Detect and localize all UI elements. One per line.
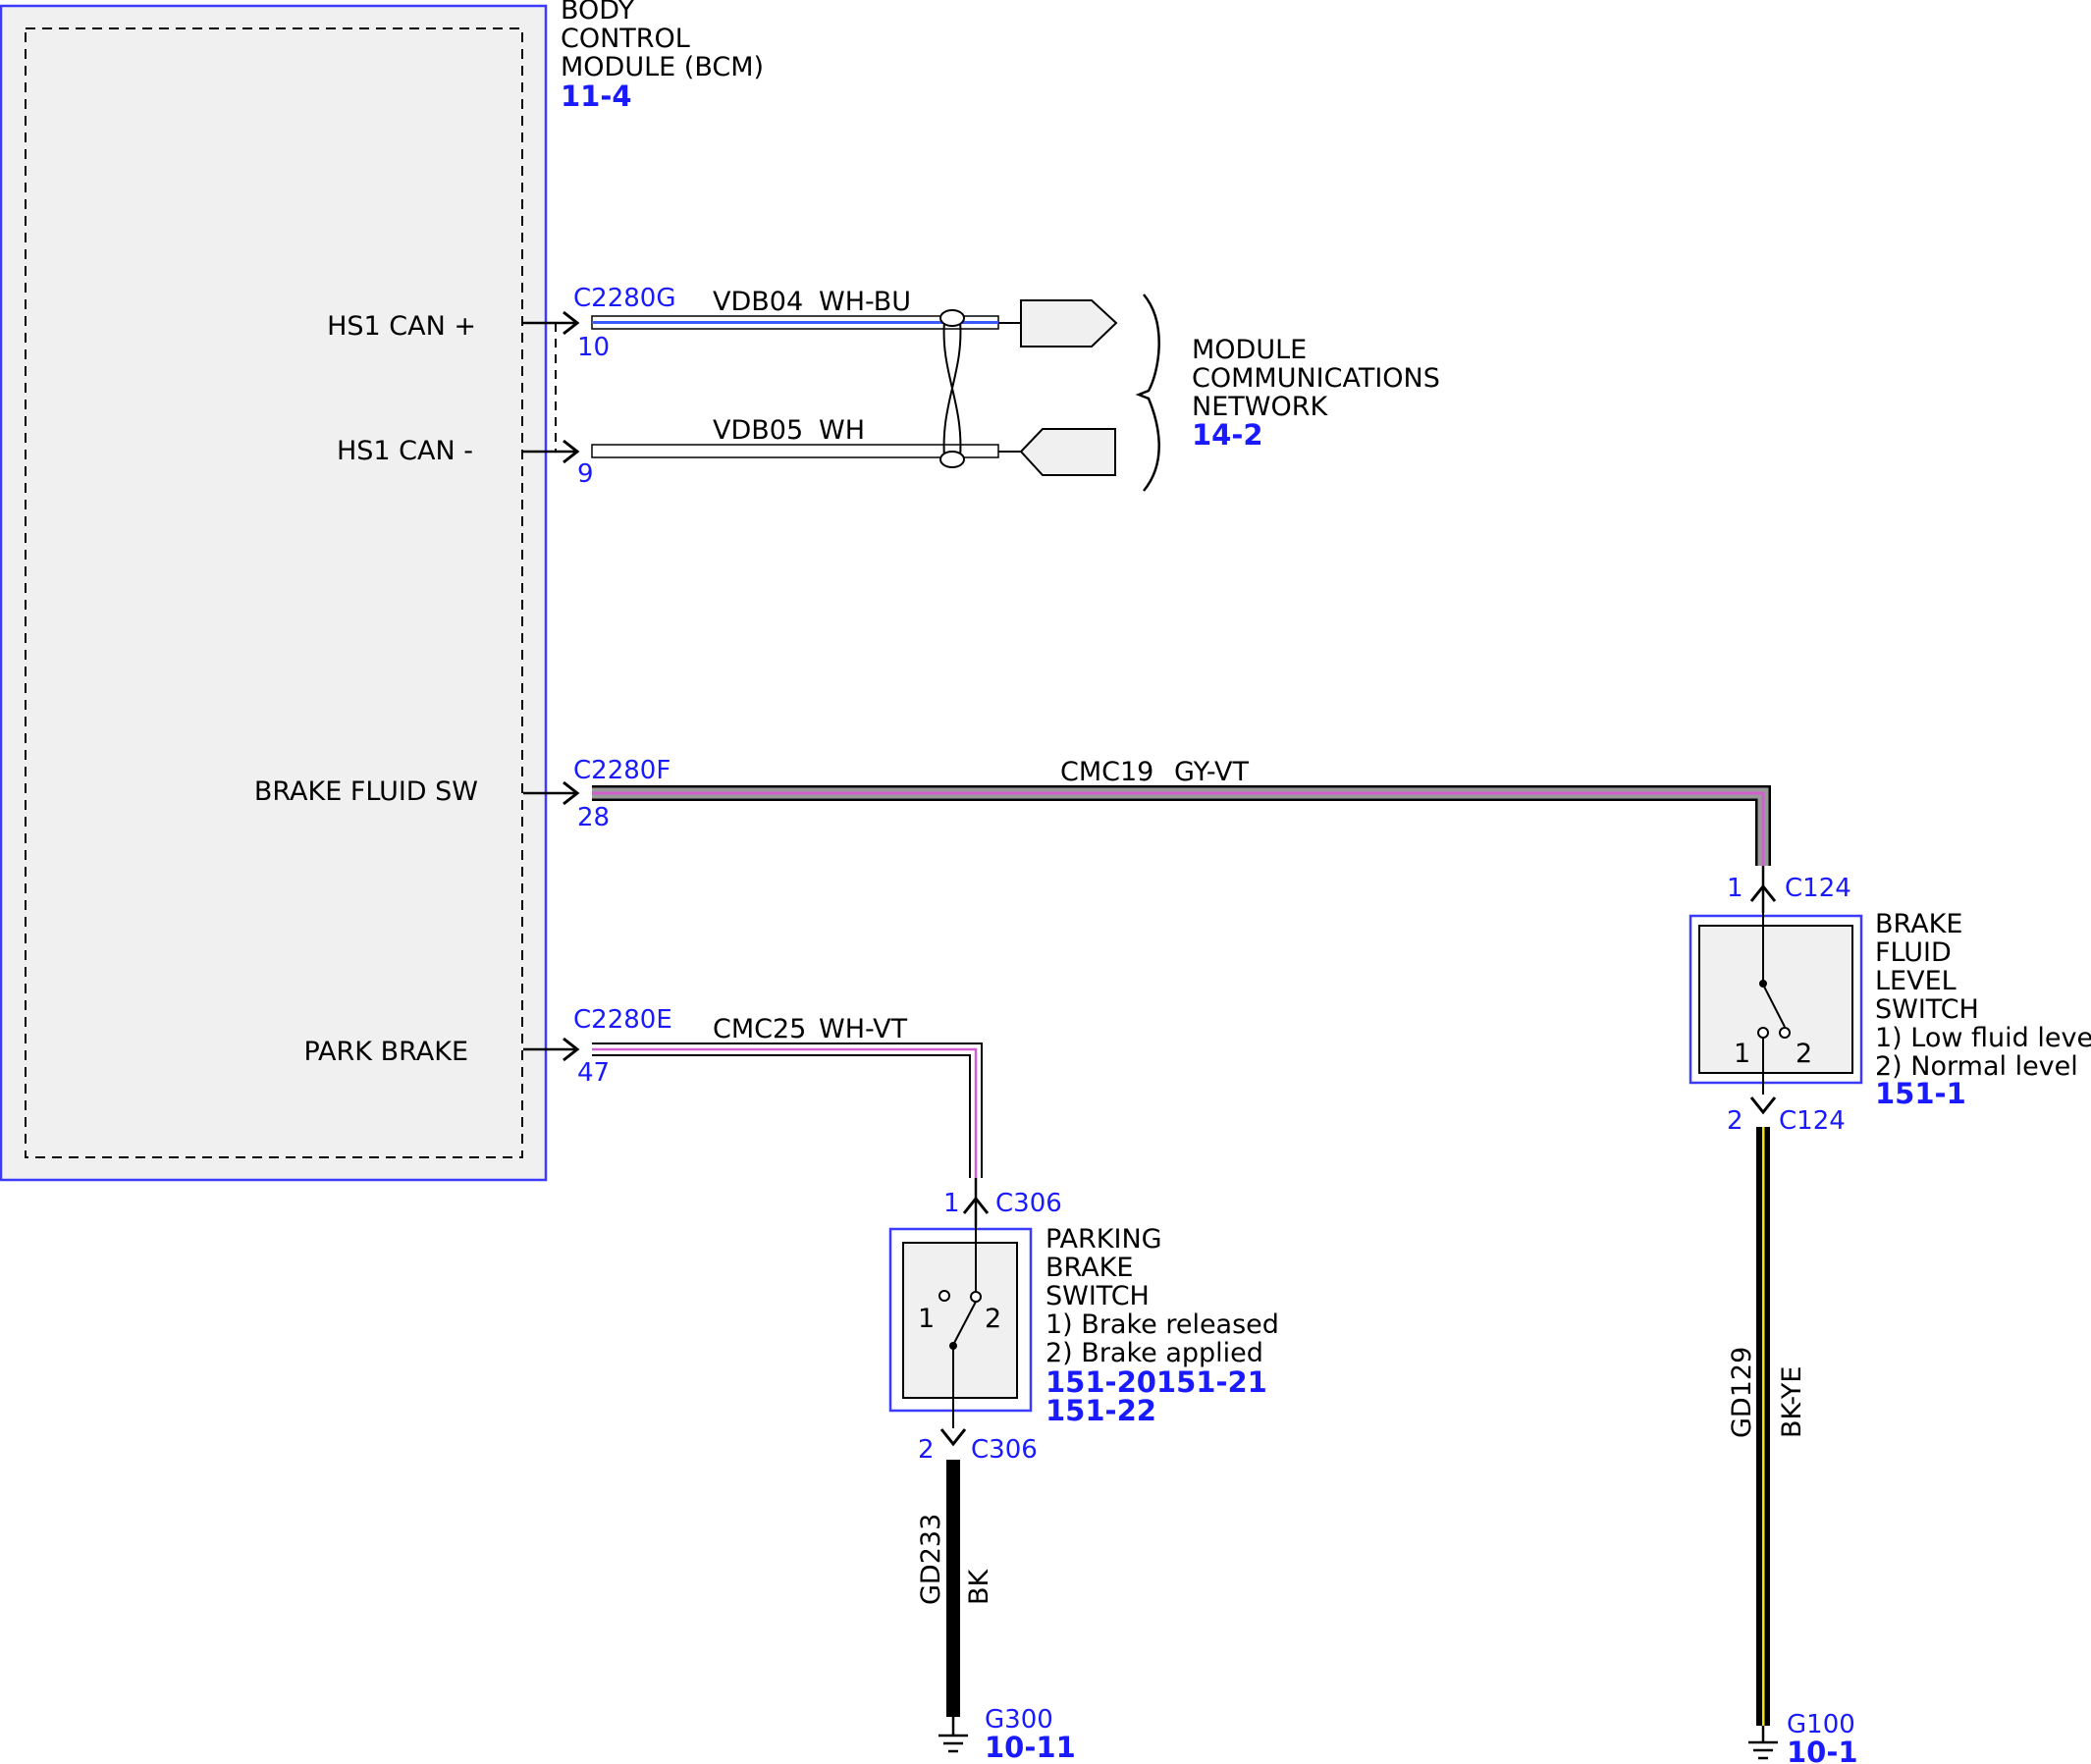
ground-g300-ref-link[interactable]: 10-11	[985, 1731, 1076, 1764]
connector-c2280e-name[interactable]: C2280E	[573, 1005, 672, 1035]
ground-g300-symbol	[938, 1717, 968, 1753]
brake-fluid-switch-line4: SWITCH	[1875, 994, 1979, 1025]
c306-top-name[interactable]: C306	[995, 1189, 1062, 1218]
wire-cmc19[interactable]	[592, 785, 1771, 866]
wire-cmc19-color: GY-VT	[1174, 757, 1249, 787]
network-ref-link[interactable]: 14-2	[1192, 418, 1263, 452]
wire-gd129-circuit: GD129	[1727, 1347, 1757, 1438]
connector-arrowheads	[563, 310, 580, 1062]
wire-vdb05-color: WH	[819, 415, 865, 446]
parking-brake-switch-pos2: 2	[985, 1304, 1001, 1334]
c306-bottom-name[interactable]: C306	[971, 1435, 1038, 1465]
brake-fluid-switch-ref-link[interactable]: 151-1	[1875, 1077, 1966, 1110]
c124-bottom-name[interactable]: C124	[1779, 1106, 1846, 1136]
bcm-ref-link[interactable]: 11-4	[561, 80, 632, 113]
parking-brake-switch-contacts	[938, 1227, 982, 1428]
network-title-line3: NETWORK	[1192, 392, 1328, 422]
brake-fluid-switch-line2: FLUID	[1875, 937, 1952, 968]
network-arrow-out	[998, 299, 1118, 347]
wire-cmc19-circuit: CMC19	[1060, 757, 1153, 787]
parking-brake-switch-pos1: 1	[918, 1304, 935, 1334]
parking-brake-switch-line3: SWITCH	[1046, 1281, 1150, 1311]
brake-fluid-switch-pos1: 1	[1734, 1039, 1750, 1069]
c306-bottom-arrow	[939, 1428, 967, 1447]
wire-cmc25-color: WH-VT	[819, 1014, 908, 1044]
wire-cmc25[interactable]	[592, 1042, 983, 1178]
connector-c2280e-pin: 47	[577, 1058, 610, 1088]
parking-brake-switch-line1: PARKING	[1046, 1224, 1162, 1255]
bcm-title-line1: BODY	[561, 0, 635, 26]
ground-g300-name[interactable]: G300	[985, 1705, 1053, 1735]
c124-bottom-arrow	[1749, 1096, 1777, 1115]
parking-brake-switch-ref-link-2[interactable]: 151-22	[1046, 1394, 1156, 1427]
ground-g100-name[interactable]: G100	[1787, 1710, 1855, 1739]
brake-fluid-switch-line1: BRAKE	[1875, 909, 1962, 939]
ground-g100-symbol	[1748, 1726, 1778, 1760]
connector-c2280f-name[interactable]: C2280F	[573, 756, 670, 785]
ground-g100-ref-link[interactable]: 10-1	[1787, 1736, 1858, 1764]
wire-gd129-color: BK-YE	[1777, 1366, 1807, 1439]
c306-bottom-pin: 2	[918, 1435, 935, 1465]
network-brace	[1135, 294, 1160, 492]
bcm-outer-box	[0, 4, 548, 1182]
brake-fluid-sw-label: BRAKE FLUID SW	[254, 776, 478, 807]
brake-fluid-switch-state1: 1) Low fluid level	[1875, 1023, 2091, 1053]
c124-top-pin: 1	[1727, 874, 1743, 903]
wire-gd233[interactable]	[946, 1460, 960, 1717]
connector-c2280g-pin-9: 9	[577, 459, 594, 489]
parking-brake-switch-ref-link-1[interactable]: 151-20151-21	[1046, 1365, 1267, 1399]
brake-fluid-switch-pos2: 2	[1796, 1039, 1812, 1069]
bcm-pin-stubs	[523, 321, 575, 1051]
hs1-can-plus-label: HS1 CAN +	[327, 311, 476, 342]
wire-vdb05-circuit: VDB05	[713, 415, 803, 446]
brake-fluid-level-switch[interactable]	[1689, 914, 1863, 1085]
brake-fluid-switch-contacts	[1757, 913, 1791, 1095]
wire-vdb04-color: WH-BU	[819, 287, 911, 317]
c124-bottom-pin: 2	[1727, 1106, 1743, 1136]
wire-vdb04[interactable]	[591, 315, 999, 330]
network-arrow-in	[998, 428, 1116, 476]
brake-fluid-switch-state2: 2) Normal level	[1875, 1051, 2078, 1082]
parking-brake-switch[interactable]	[888, 1227, 1033, 1413]
wire-gd129[interactable]	[1756, 1127, 1770, 1726]
network-title-line1: MODULE	[1192, 335, 1307, 365]
parking-brake-switch-line2: BRAKE	[1046, 1253, 1133, 1283]
c124-top-name[interactable]: C124	[1785, 874, 1851, 903]
wire-gd233-color: BK	[964, 1568, 994, 1605]
wire-gd233-circuit: GD233	[916, 1514, 946, 1605]
twisted-pair-symbol	[939, 309, 965, 468]
bcm-inner-dashed-box	[25, 27, 523, 1158]
bcm-module[interactable]	[0, 4, 548, 1182]
connector-c2280f-pin: 28	[577, 803, 610, 832]
park-brake-label: PARK BRAKE	[304, 1037, 469, 1067]
brake-fluid-switch-line3: LEVEL	[1875, 966, 1957, 996]
bcm-title-line3: MODULE (BCM)	[561, 52, 764, 82]
wire-vdb04-circuit: VDB04	[713, 287, 803, 317]
connector-c2280g-name[interactable]: C2280G	[573, 284, 675, 313]
parking-brake-switch-state1: 1) Brake released	[1046, 1310, 1279, 1340]
wire-cmc25-circuit: CMC25	[713, 1014, 806, 1044]
wire-vdb05[interactable]	[591, 444, 999, 458]
connector-c2280g-pin-10: 10	[577, 333, 610, 362]
parking-brake-switch-state2: 2) Brake applied	[1046, 1338, 1263, 1368]
bcm-title-line2: CONTROL	[561, 24, 690, 54]
hs1-can-minus-label: HS1 CAN -	[337, 436, 473, 466]
c306-top-pin: 1	[943, 1189, 960, 1218]
network-title-line2: COMMUNICATIONS	[1192, 363, 1440, 394]
